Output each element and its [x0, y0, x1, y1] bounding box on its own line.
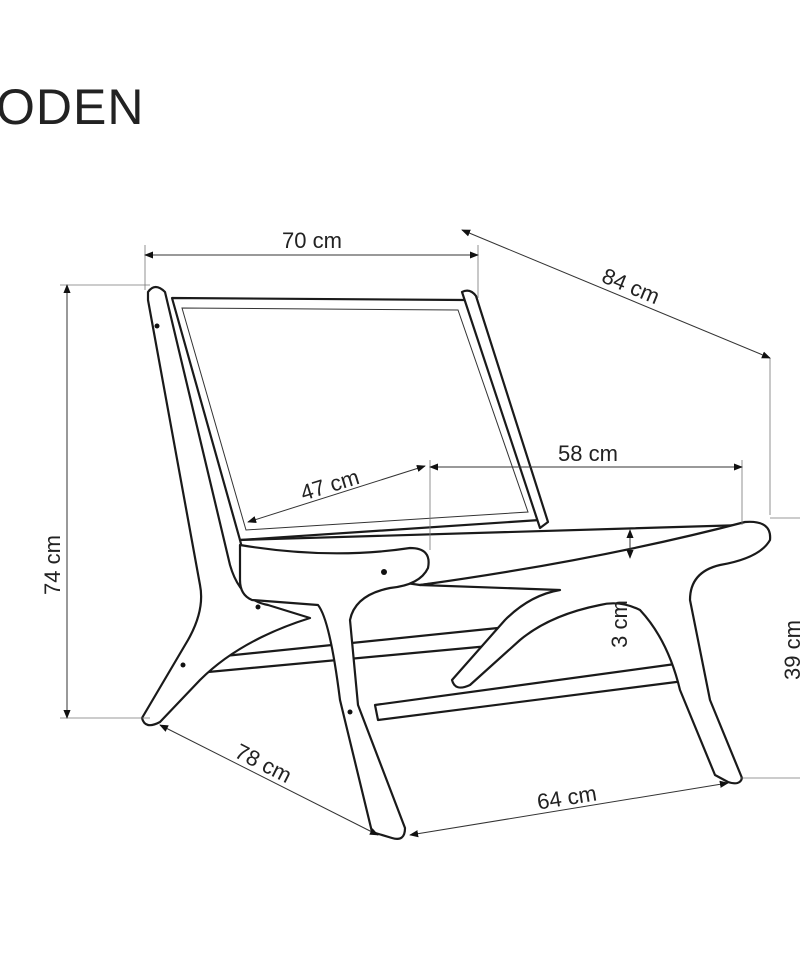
base-depth-label: 78 cm [231, 739, 296, 788]
base-width-label: 64 cm [535, 781, 598, 815]
dimension-lines [63, 229, 771, 838]
height-label: 74 cm [40, 535, 65, 595]
seat-depth-label: 58 cm [558, 441, 618, 466]
extension-lines [60, 245, 800, 779]
width-label: 70 cm [282, 228, 342, 253]
seat-height-label: 39 cm [780, 620, 800, 680]
seat-thickness-label: 3 cm [607, 600, 632, 648]
product-title: ODEN [0, 79, 145, 135]
depth-diagonal-label: 84 cm [598, 263, 663, 309]
